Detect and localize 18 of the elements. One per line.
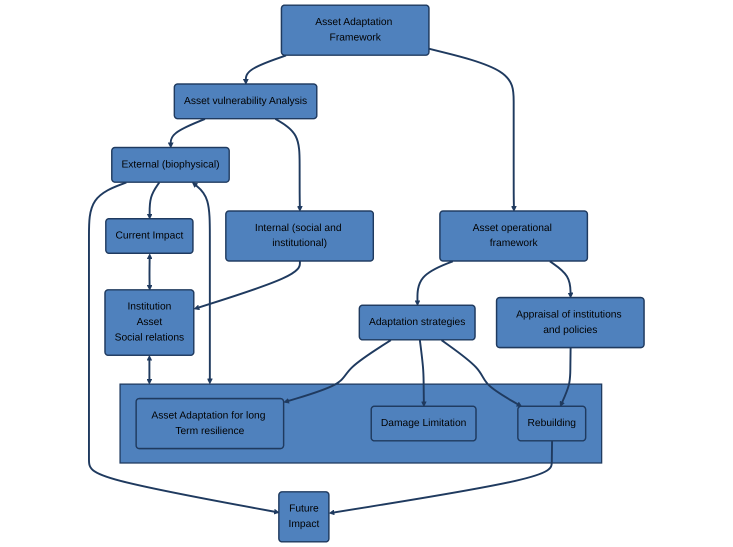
arrow <box>441 339 522 407</box>
arrow <box>414 260 454 306</box>
arrow <box>560 348 572 407</box>
arrow <box>146 355 152 384</box>
arrow <box>88 182 280 514</box>
arrow <box>328 441 554 516</box>
arrow <box>192 182 213 384</box>
cluster <box>119 383 602 464</box>
arrow <box>242 54 286 85</box>
arrow <box>284 339 392 404</box>
arrow <box>418 340 427 407</box>
arrow <box>194 261 301 310</box>
arrow <box>274 118 303 212</box>
arrow <box>146 182 160 220</box>
arrow <box>429 48 517 212</box>
arrow <box>549 260 574 298</box>
arrow <box>146 254 152 290</box>
arrow <box>168 118 206 148</box>
